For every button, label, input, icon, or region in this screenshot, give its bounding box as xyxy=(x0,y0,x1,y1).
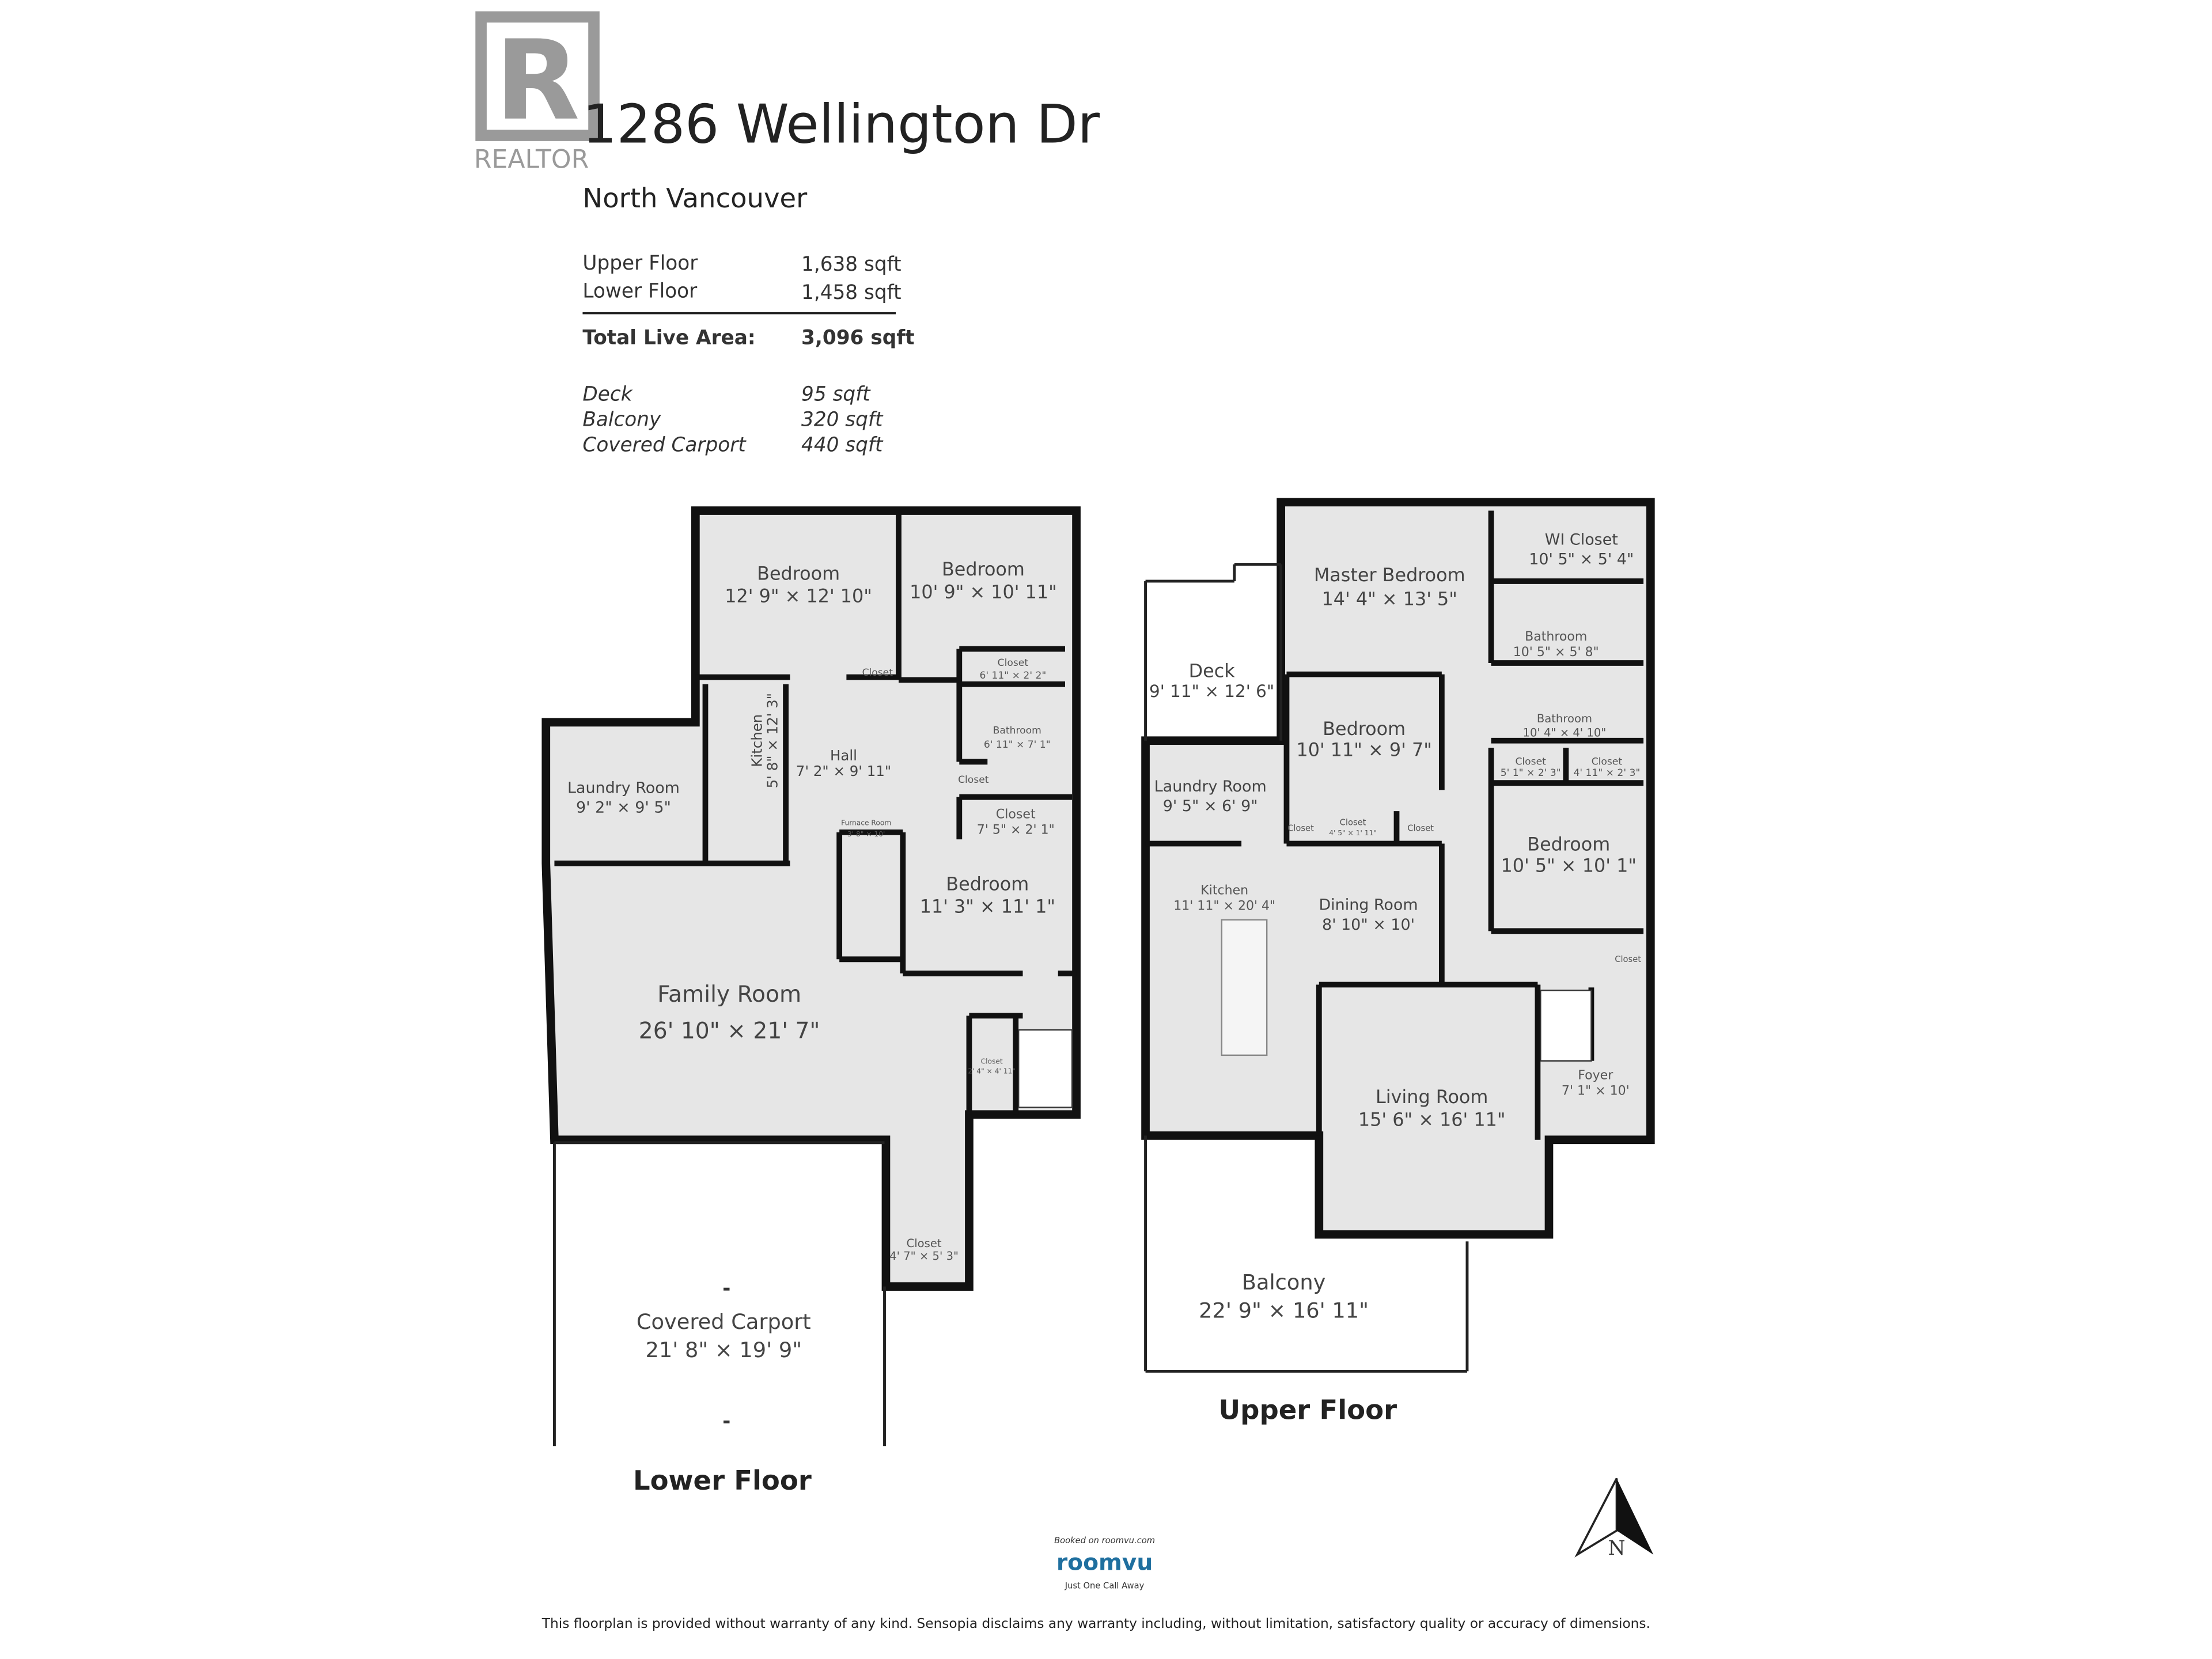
room-dim: 22' 9" × 16' 11" xyxy=(1199,1298,1369,1323)
svg-text:N: N xyxy=(1608,1537,1626,1560)
room-name: Foyer xyxy=(1578,1068,1613,1082)
room-name: Closet xyxy=(1407,823,1434,833)
room-dim: 4' 11" × 2' 3" xyxy=(1573,767,1640,779)
room-name: Bedroom xyxy=(1323,718,1406,740)
area-table: Upper Floor 1,638 sqft Lower Floor 1,458… xyxy=(582,252,915,457)
room-dim: 3' 8" × 10' xyxy=(847,830,885,838)
svg-text:R: R xyxy=(495,17,580,145)
upper-floor-title: Upper Floor xyxy=(1218,1395,1397,1426)
area-value: 320 sqft xyxy=(801,408,884,431)
room-dim: 10' 5" × 5' 4" xyxy=(1529,551,1634,569)
room-name: Closet xyxy=(1615,955,1641,964)
room-name: Closet xyxy=(981,1058,1003,1066)
room-dim: 6' 11" × 7' 1" xyxy=(984,739,1051,751)
area-value: 440 sqft xyxy=(801,434,884,457)
upper-floor-plan: Master Bedroom 14' 4" × 13' 5" WI Closet… xyxy=(1141,498,1655,1426)
svg-text:-: - xyxy=(722,1410,730,1433)
room-name: Closet xyxy=(1340,818,1366,828)
room-dim: 4' 7" × 5' 3" xyxy=(889,1249,959,1263)
room-name: Bathroom xyxy=(1525,630,1587,644)
svg-text:Booked on roomvu.com: Booked on roomvu.com xyxy=(1054,1536,1155,1546)
room-dim: 26' 10" × 21' 7" xyxy=(639,1018,820,1044)
room-dim: 10' 4" × 4' 10" xyxy=(1523,726,1607,739)
room-name: WI Closet xyxy=(1545,531,1618,548)
room-dim: 9' 2" × 9' 5" xyxy=(576,799,671,817)
room-name: Closet xyxy=(862,667,893,679)
north-arrow-icon: N xyxy=(1574,1478,1654,1560)
area-label: Balcony xyxy=(582,408,661,431)
room-dim: 4' 5" × 1' 11" xyxy=(1329,829,1377,837)
room-name: Furnace Room xyxy=(841,819,891,827)
room-dim: 8' 10" × 10' xyxy=(1322,916,1415,934)
room-name: Covered Carport xyxy=(637,1309,811,1334)
room-name: Closet xyxy=(907,1237,942,1250)
room-dim: 5' 8" × 12' 3" xyxy=(764,693,781,788)
room-dim: 12' 9" × 12' 10" xyxy=(725,585,872,607)
room-dim: 7' 2" × 9' 11" xyxy=(796,763,891,779)
room-dim: 9' 11" × 12' 6" xyxy=(1149,681,1274,701)
address-title: 1286 Wellington Dr xyxy=(582,93,1100,155)
svg-text:roomvu: roomvu xyxy=(1056,1550,1153,1576)
room-name: Kitchen xyxy=(1200,884,1248,898)
room-name: Closet xyxy=(1287,823,1314,833)
area-value: 95 sqft xyxy=(801,383,871,406)
area-label: Lower Floor xyxy=(582,280,698,303)
room-dim: 21' 8" × 19' 9" xyxy=(646,1338,802,1362)
room-dim: 11' 3" × 11' 1" xyxy=(920,895,1055,917)
room-name: Laundry Room xyxy=(1154,778,1267,796)
area-value: 1,458 sqft xyxy=(801,281,902,304)
realtor-logo: R REALTOR xyxy=(474,11,600,174)
lower-floor-plan: - - Bedroom 12' 9" × 12' 10" Bedroom 10'… xyxy=(541,506,1081,1496)
room-name: Closet xyxy=(958,774,989,786)
room-name: Living Room xyxy=(1376,1086,1488,1108)
room-dim: 10' 11" × 9' 7" xyxy=(1296,739,1431,761)
room-name: Closet xyxy=(1515,756,1546,767)
room-name: Bathroom xyxy=(1537,712,1592,725)
room-dim: 10' 5" × 5' 8" xyxy=(1513,645,1599,660)
room-name: Family Room xyxy=(657,982,801,1007)
room-name: Kitchen xyxy=(748,714,765,767)
room-dim: 15' 6" × 16' 11" xyxy=(1358,1108,1506,1130)
room-name: Master Bedroom xyxy=(1314,564,1465,586)
roomvu-logo: Booked on roomvu.com roomvu Just One Cal… xyxy=(1054,1536,1155,1590)
area-label: Covered Carport xyxy=(582,434,747,457)
room-dim: 5' 1" × 2' 3" xyxy=(1501,767,1561,779)
room-name: Bedroom xyxy=(946,873,1029,895)
area-value: 1,638 sqft xyxy=(801,253,902,276)
room-name: Laundry Room xyxy=(567,779,680,797)
room-dim: 11' 11" × 20' 4" xyxy=(1173,899,1275,914)
room-name: Balcony xyxy=(1242,1270,1326,1294)
total-value: 3,096 sqft xyxy=(801,327,915,350)
room-name: Closet xyxy=(998,657,1029,669)
area-label: Upper Floor xyxy=(582,252,698,275)
room-dim: 10' 5" × 10' 1" xyxy=(1501,854,1637,876)
room-name: Bedroom xyxy=(942,558,1025,580)
room-name: Dining Room xyxy=(1319,896,1418,914)
room-dim: 7' 5" × 2' 1" xyxy=(977,823,1055,837)
room-dim: 7' 1" × 10' xyxy=(1562,1084,1630,1098)
disclaimer: This floorplan is provided without warra… xyxy=(541,1616,1650,1631)
realtor-text: REALTOR xyxy=(474,145,589,174)
room-dim: 6' 11" × 2' 2" xyxy=(979,670,1046,681)
room-name: Bedroom xyxy=(1527,834,1610,855)
total-label: Total Live Area: xyxy=(582,327,755,350)
room-dim: 9' 5" × 6' 9" xyxy=(1163,797,1258,815)
svg-text:Just One Call Away: Just One Call Away xyxy=(1065,1581,1145,1591)
room-name: Closet xyxy=(996,807,1036,821)
svg-text:-: - xyxy=(722,1277,730,1300)
room-name: Closet xyxy=(1592,756,1623,767)
room-dim: 2' 4" × 4' 11" xyxy=(968,1067,1016,1075)
room-name: Hall xyxy=(830,747,857,764)
room-name: Bathroom xyxy=(993,725,1041,736)
room-name: Bedroom xyxy=(757,563,840,585)
city: North Vancouver xyxy=(582,183,808,214)
lower-floor-title: Lower Floor xyxy=(633,1465,812,1496)
room-name: Deck xyxy=(1189,660,1236,682)
area-label: Deck xyxy=(582,383,632,406)
room-dim: 10' 9" × 10' 11" xyxy=(910,581,1057,603)
room-dim: 14' 4" × 13' 5" xyxy=(1322,588,1457,610)
